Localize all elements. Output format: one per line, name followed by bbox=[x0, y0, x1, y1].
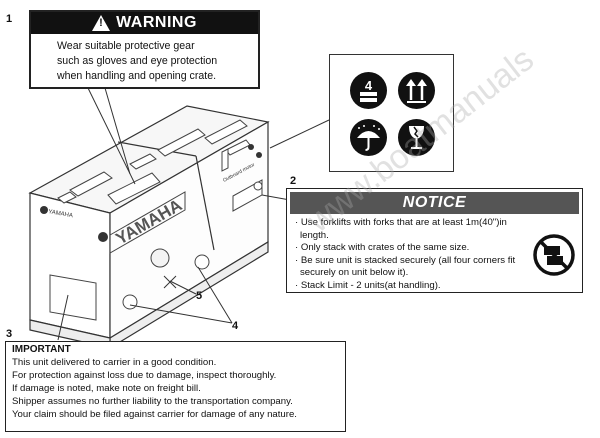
notice-list: · Use forklifts with forks that are at l… bbox=[287, 217, 527, 293]
callout-4: 4 bbox=[232, 320, 239, 332]
notice-item: · Stack Limit - 2 units(at handling). bbox=[295, 279, 441, 291]
callout-2: 2 bbox=[290, 175, 297, 187]
important-line: This unit delivered to carrier in a good… bbox=[12, 357, 217, 368]
notice-title: NOTICE bbox=[290, 192, 579, 214]
callout-1: 1 bbox=[6, 13, 13, 25]
notice-item: · Be sure unit is stacked securely (all … bbox=[295, 254, 516, 279]
no-stacking-icon bbox=[532, 233, 576, 277]
keep-dry-umbrella-icon bbox=[350, 119, 387, 156]
notice-item: · Only stack with crates of the same siz… bbox=[295, 242, 470, 254]
warning-line: such as gloves and eye protection bbox=[57, 55, 218, 67]
important-title: IMPORTANT bbox=[12, 344, 71, 355]
svg-text:YAMAHA: YAMAHA bbox=[48, 209, 74, 219]
warning-header: ! WARNING bbox=[31, 12, 258, 34]
warning-line: when handling and opening crate. bbox=[57, 70, 217, 82]
notice-item: · Use forklifts with forks that are at l… bbox=[295, 217, 507, 241]
important-line: For protection against loss due to damag… bbox=[12, 370, 277, 381]
this-way-up-icon bbox=[398, 72, 435, 109]
warning-title: WARNING bbox=[116, 14, 197, 31]
warning-text: Wear suitable protective gear such as gl… bbox=[31, 34, 258, 84]
warning-line: Wear suitable protective gear bbox=[57, 40, 195, 52]
handling-symbols-label: 4 bbox=[329, 54, 454, 172]
fragile-glass-icon bbox=[398, 119, 435, 156]
important-label: IMPORTANT This unit delivered to carrier… bbox=[5, 341, 346, 432]
callout-5: 5 bbox=[196, 290, 203, 302]
warning-label: ! WARNING Wear suitable protective gear … bbox=[29, 10, 260, 89]
warning-triangle-icon: ! bbox=[92, 15, 111, 31]
callout-3: 3 bbox=[6, 328, 13, 340]
important-line: Your claim should be filed against carri… bbox=[12, 409, 297, 420]
notice-label: NOTICE · Use forklifts with forks that a… bbox=[286, 188, 583, 293]
important-line: If damage is noted, make note on freight… bbox=[12, 383, 201, 394]
important-line: Shipper assumes no further liability to … bbox=[12, 396, 293, 407]
svg-text:4: 4 bbox=[365, 78, 373, 93]
stack-limit-4-icon: 4 bbox=[350, 72, 387, 109]
